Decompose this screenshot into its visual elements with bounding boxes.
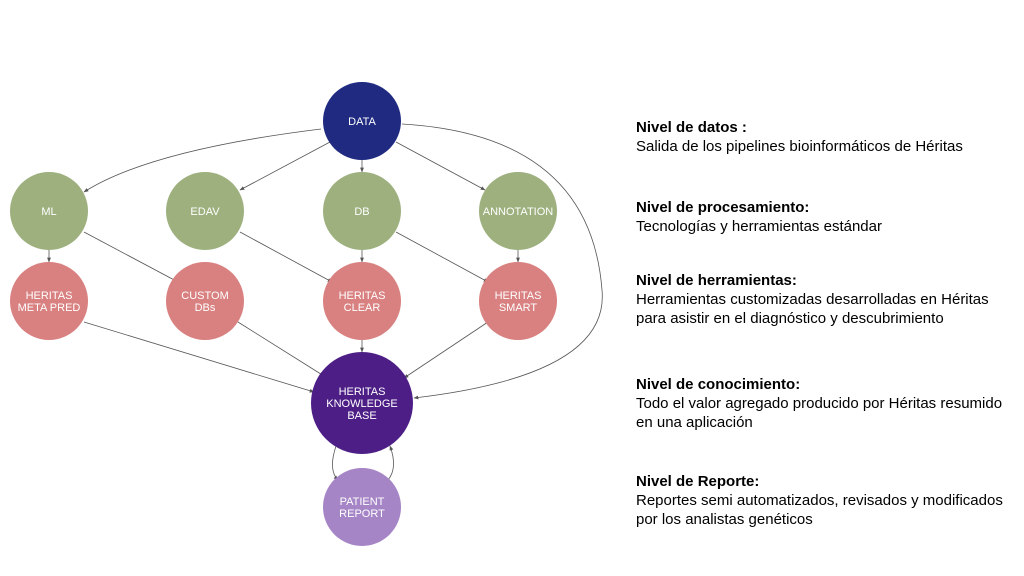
level-procesamiento: Nivel de procesamiento: Tecnologías y he… <box>636 198 1016 236</box>
edge-meta-pred-knowledge-base <box>83 321 315 393</box>
level-description: Tecnologías y herramientas estándar <box>636 218 882 235</box>
node-data: DATA <box>323 82 401 160</box>
level-title: Nivel de Reporte: <box>636 473 760 490</box>
level-description: Salida de los pipelines bioinformáticos … <box>636 138 963 155</box>
node-annotation: ANNOTATION <box>479 172 557 250</box>
node-heritas-clear-circle <box>323 262 401 340</box>
node-ml-label: ML <box>41 206 56 218</box>
edge-edav-heritas-clear <box>239 231 333 283</box>
node-label-line: EDAV <box>190 206 220 218</box>
node-custom-dbs-circle <box>166 262 244 340</box>
node-edav: EDAV <box>166 172 244 250</box>
level-datos: Nivel de datos : Salida de los pipelines… <box>636 118 1016 156</box>
level-conocimiento: Nivel de conocimiento: Todo el valor agr… <box>636 375 1016 432</box>
node-label-line: HERITAS <box>26 290 73 302</box>
node-data-circle <box>323 82 401 160</box>
node-label-line: HERITAS <box>339 290 386 302</box>
level-herramientas: Nivel de herramientas: Herramientas cust… <box>636 271 1016 328</box>
node-knowledge-base-circle <box>311 352 413 454</box>
node-heritas-meta-pred-circle <box>10 262 88 340</box>
edge-knowledge-base-patient-report <box>332 445 339 481</box>
level-title: Nivel de herramientas: <box>636 272 797 289</box>
node-ml: ML <box>10 172 88 250</box>
edge-db-heritas-smart <box>395 231 489 283</box>
level-description: Todo el valor agregado producido por Hér… <box>636 395 1003 431</box>
edges <box>47 123 603 481</box>
level-title: Nivel de procesamiento: <box>636 199 810 216</box>
node-label-line: CLEAR <box>344 302 381 314</box>
node-db-label: DB <box>354 206 369 218</box>
node-label-line: META PRED <box>18 302 81 314</box>
node-patient-report-circle <box>323 468 401 546</box>
node-label-line: PATIENT <box>340 496 385 508</box>
edge-data-edav <box>239 141 331 191</box>
edge-data-ml <box>83 128 322 193</box>
node-annotation-label: ANNOTATION <box>483 206 554 218</box>
node-db-circle <box>323 172 401 250</box>
node-db: DB <box>323 172 401 250</box>
level-reporte: Nivel de Reporte: Reportes semi automati… <box>636 472 1016 529</box>
edge-patient-report-knowledge-base <box>387 445 394 481</box>
level-description: Reportes semi automatizados, revisados y… <box>636 492 1003 528</box>
node-label-line: CUSTOM <box>181 290 228 302</box>
node-annotation-circle <box>479 172 557 250</box>
node-heritas-smart-circle <box>479 262 557 340</box>
node-edav-label: EDAV <box>190 206 220 218</box>
node-label-line: BASE <box>347 410 376 422</box>
node-label-line: DBs <box>195 302 216 314</box>
node-edav-circle <box>166 172 244 250</box>
edge-ml-custom-dbs <box>83 231 179 283</box>
node-ml-circle <box>10 172 88 250</box>
node-label-line: HERITAS <box>495 290 542 302</box>
node-label-line: HERITAS <box>339 386 386 398</box>
edge-data-knowledge-base <box>401 123 603 400</box>
edge-data-annotation <box>395 141 486 191</box>
node-data-label: DATA <box>348 116 376 128</box>
node-label-line: REPORT <box>339 508 385 520</box>
level-title: Nivel de conocimiento: <box>636 376 801 393</box>
level-description: Herramientas customizadas desarrolladas … <box>636 291 989 327</box>
node-label-line: ANNOTATION <box>483 206 554 218</box>
node-label-line: KNOWLEDGE <box>326 398 398 410</box>
node-label-line: SMART <box>499 302 538 314</box>
node-label-line: DATA <box>348 116 376 128</box>
edge-custom-dbs-knowledge-base <box>237 321 325 377</box>
node-label-line: ML <box>41 206 56 218</box>
edge-heritas-smart-knowledge-base <box>403 321 489 379</box>
node-label-line: DB <box>354 206 369 218</box>
level-title: Nivel de datos : <box>636 119 747 136</box>
